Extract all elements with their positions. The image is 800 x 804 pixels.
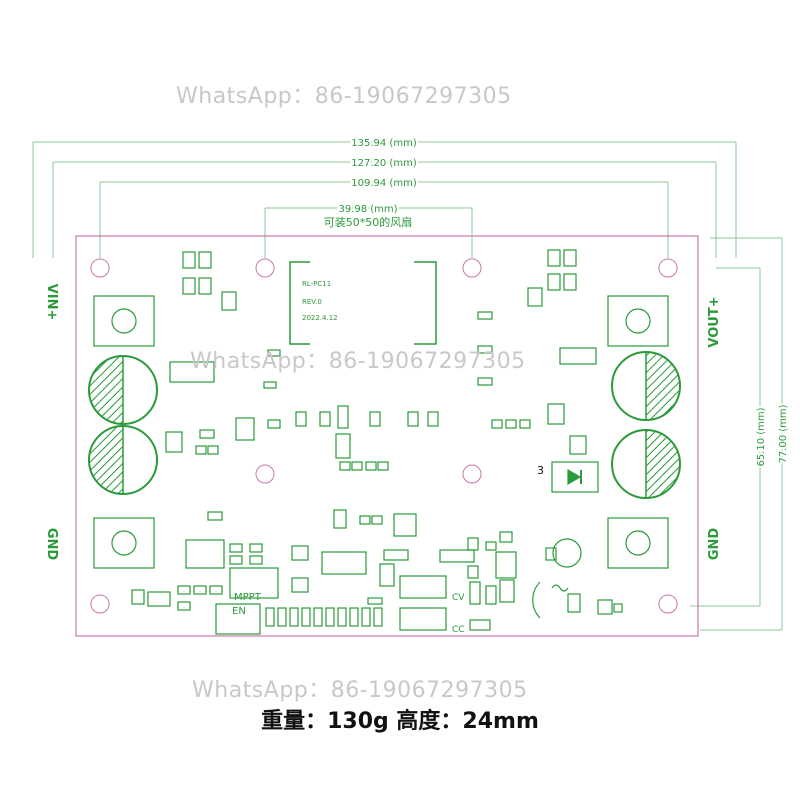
terminal-blocks bbox=[93, 295, 669, 569]
gnd-left-label: GND bbox=[44, 528, 59, 561]
cv-label: CV bbox=[452, 593, 465, 603]
fan-note: 可装50*50的风扇 bbox=[324, 215, 413, 229]
dim-77: 77.00 (mm) bbox=[778, 404, 789, 463]
silkscreen-labels: RL-PC11 REV.0 2022.4.12 MPPT EN CV CC 3 bbox=[232, 280, 544, 635]
vin-plus-label: VIN+ bbox=[44, 284, 59, 321]
mounting-holes bbox=[90, 258, 678, 614]
board-outline bbox=[75, 235, 699, 637]
dim-65: 65.10 (mm) bbox=[756, 407, 767, 466]
vout-plus-label: VOUT+ bbox=[707, 296, 722, 347]
en-label: EN bbox=[232, 606, 246, 617]
cc-label: CC bbox=[452, 625, 465, 635]
model-label: RL-PC11 bbox=[302, 280, 331, 288]
mppt-label: MPPT bbox=[234, 592, 262, 603]
terminal-labels: VIN+ GND VOUT+ GND bbox=[44, 284, 722, 561]
smd-components bbox=[131, 249, 623, 635]
dim-135: 135.94 (mm) bbox=[351, 138, 417, 149]
dimension-labels: 135.94 (mm) 127.20 (mm) 109.94 (mm) 39.9… bbox=[324, 136, 791, 469]
spec-caption: 重量：130g 高度：24mm bbox=[261, 709, 539, 734]
dimension-lines bbox=[32, 141, 783, 631]
chip-outline bbox=[289, 261, 437, 345]
watermark-bottom: WhatsApp：86-19067297305 bbox=[192, 678, 528, 703]
rev-label: REV.0 bbox=[302, 298, 322, 306]
num3-label: 3 bbox=[537, 464, 544, 477]
electrolytic-capacitors bbox=[88, 351, 681, 499]
gnd-right-label: GND bbox=[707, 528, 722, 561]
watermark-middle: WhatsApp：86-19067297305 bbox=[190, 349, 526, 374]
dim-127: 127.20 (mm) bbox=[351, 158, 417, 169]
dim-109: 109.94 (mm) bbox=[351, 178, 417, 189]
dim-39: 39.98 (mm) bbox=[338, 204, 397, 215]
watermark-top: WhatsApp：86-19067297305 bbox=[176, 84, 512, 109]
date-label: 2022.4.12 bbox=[302, 314, 338, 322]
